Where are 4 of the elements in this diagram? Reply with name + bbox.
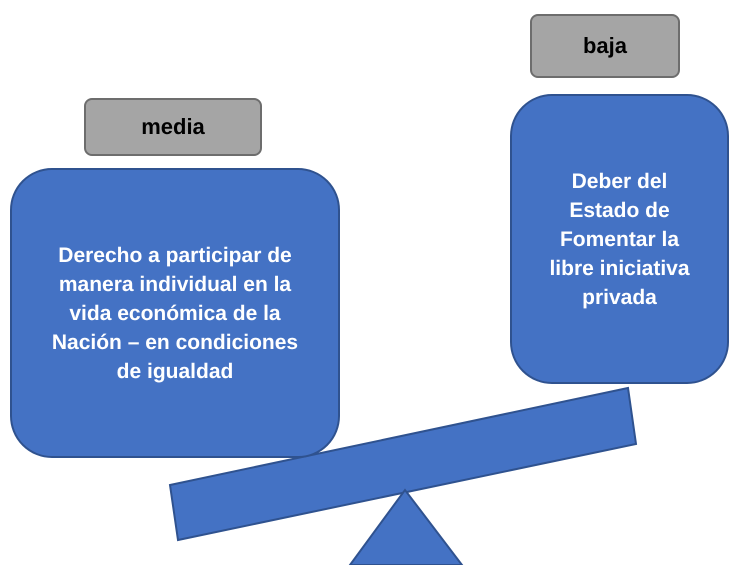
content-box: Deber del Estado de Fomentar la libre iniciativa privada [510,94,729,384]
level-tag: baja [530,14,680,78]
level-tag: media [84,98,262,156]
content-box: Derecho a participar de manera individual en la vida económica de la Nación – en condiciones de igualdad [10,168,340,458]
